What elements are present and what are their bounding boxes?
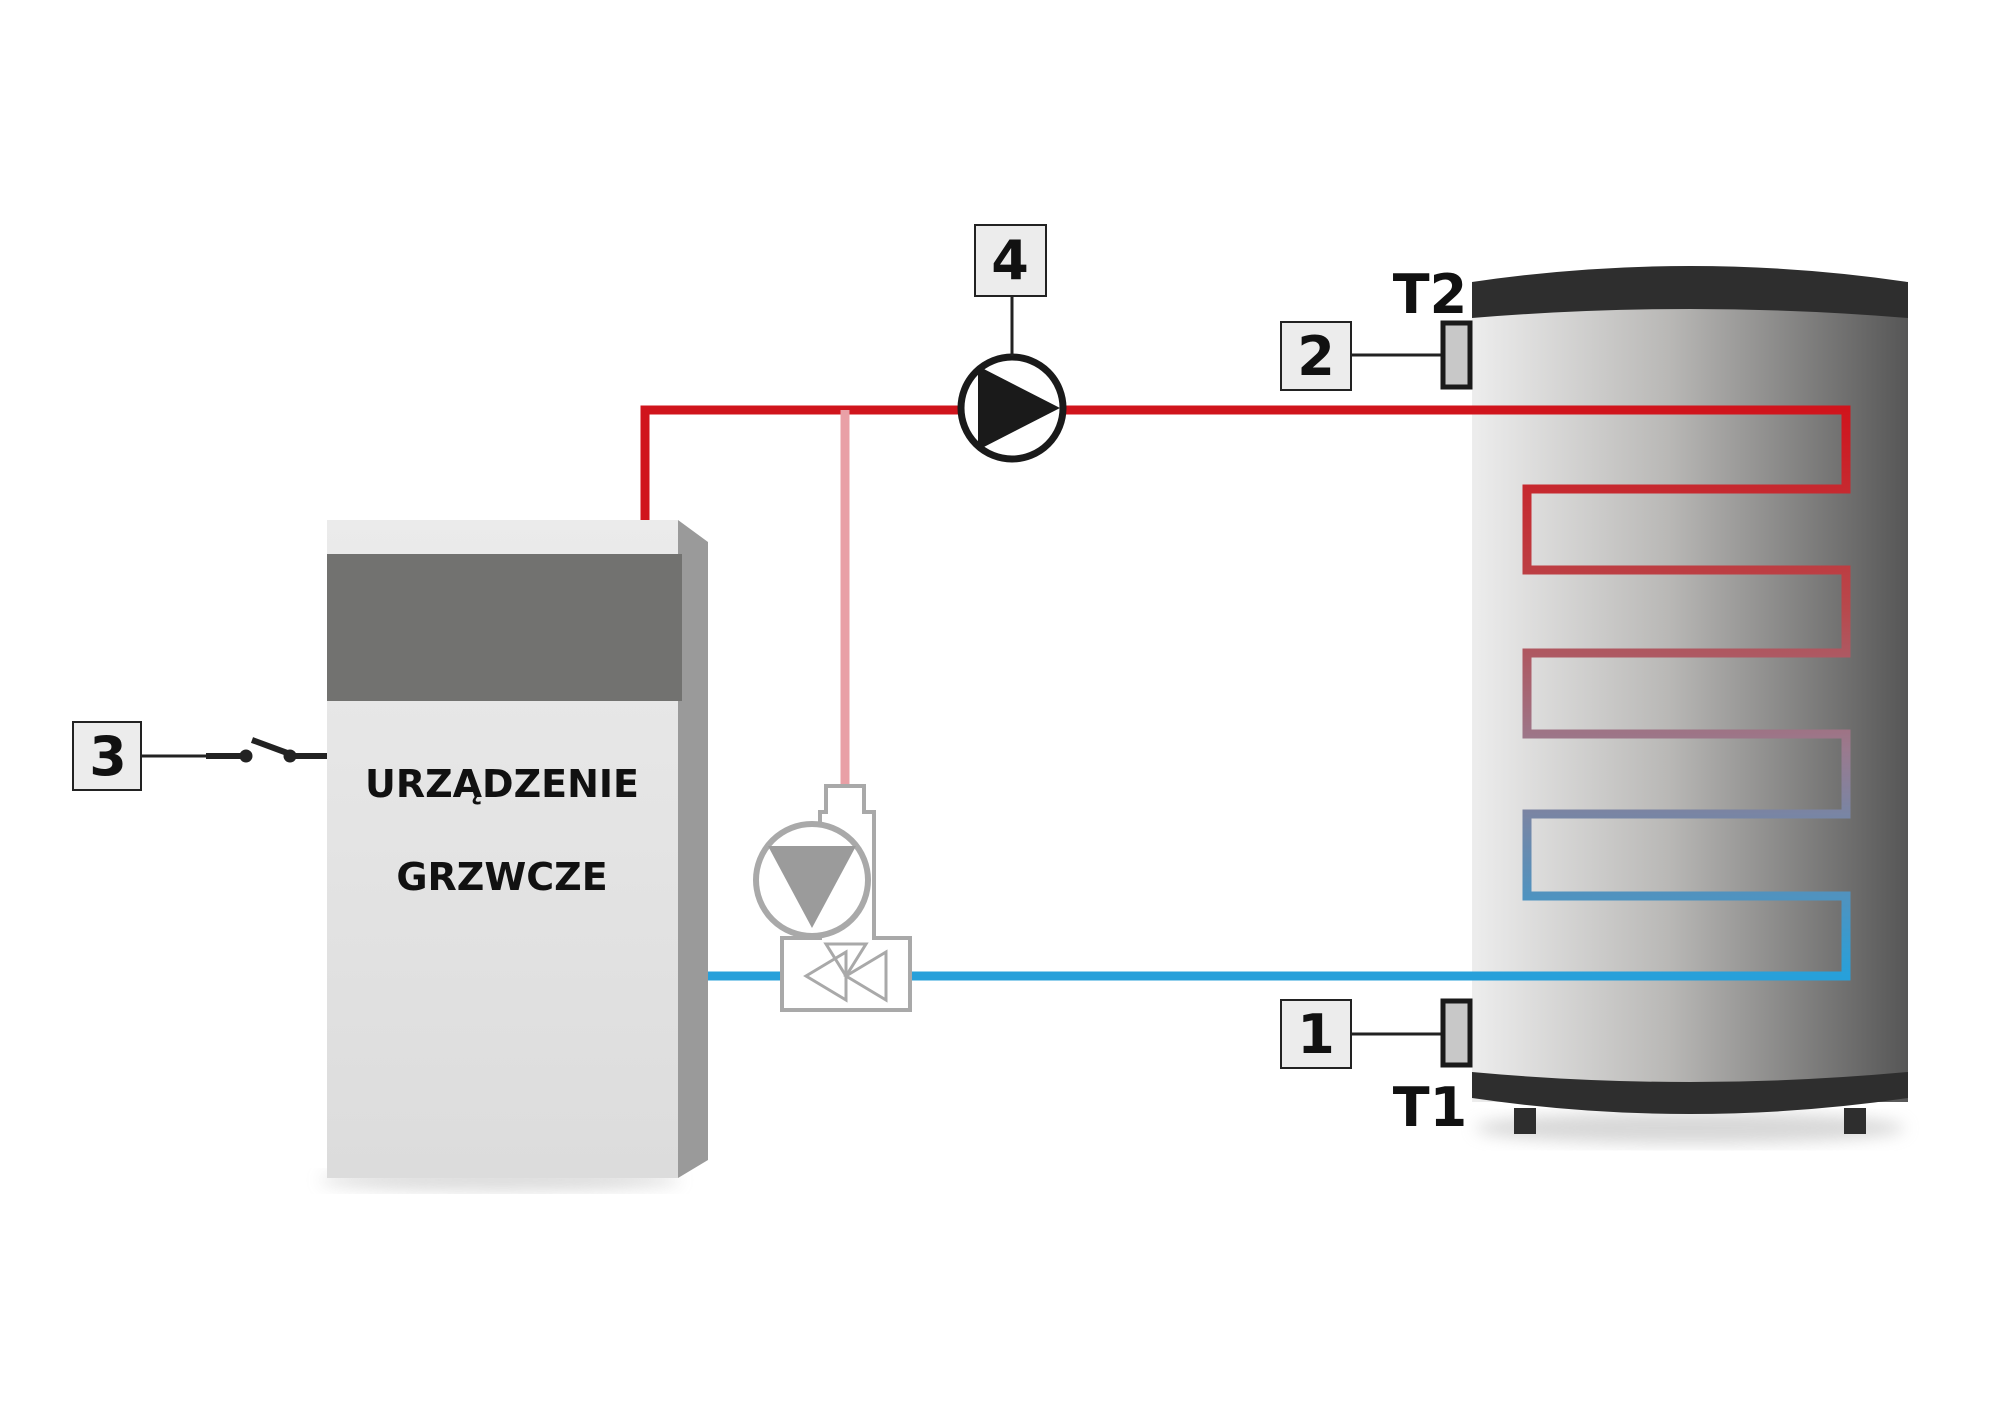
tank-foot-right <box>1844 1108 1866 1134</box>
tank-bottom-cap <box>1472 1072 1908 1114</box>
sensor-t1-icon <box>1440 998 1473 1068</box>
tank-shadow <box>1475 1112 1905 1144</box>
switch-icon <box>141 737 327 763</box>
sensor-t2-icon <box>1440 320 1473 390</box>
mixing-pump-arrow <box>768 846 856 928</box>
mixing-valve-group <box>753 784 912 1012</box>
circulation-pump <box>957 353 1067 463</box>
boiler-label-line2: GRZWCZE <box>396 855 607 899</box>
sensor-t2-label: T2 <box>1393 263 1467 326</box>
tank-foot-left <box>1514 1108 1536 1134</box>
callout-3-label: 3 <box>89 725 127 788</box>
tank-heating-coil <box>1472 405 1851 981</box>
callout-4-box <box>974 224 1047 297</box>
sensor-t1-label: T1 <box>1393 1076 1467 1139</box>
callout-4-label: 4 <box>991 229 1029 292</box>
boiler-unit: URZĄDZENIE GRZWCZE <box>320 520 708 1190</box>
callout-1-box <box>1280 999 1352 1069</box>
tank-body <box>1472 290 1908 1102</box>
boiler-side-panel <box>678 520 708 1178</box>
callout-3-box <box>72 721 142 791</box>
boiler-label-line1: URZĄDZENIE <box>365 762 639 806</box>
circulation-pump-arrow <box>978 366 1060 450</box>
three-way-valve-icon-top <box>823 942 869 979</box>
storage-tank <box>1472 266 1908 1144</box>
callout-2-label: 2 <box>1297 325 1335 388</box>
callout-1-label: 1 <box>1297 1003 1335 1066</box>
boiler-control-panel <box>327 554 682 701</box>
tank-top-cap <box>1472 266 1908 318</box>
three-way-valve-icon-right <box>843 949 888 1003</box>
supply-pipe <box>640 405 1472 520</box>
